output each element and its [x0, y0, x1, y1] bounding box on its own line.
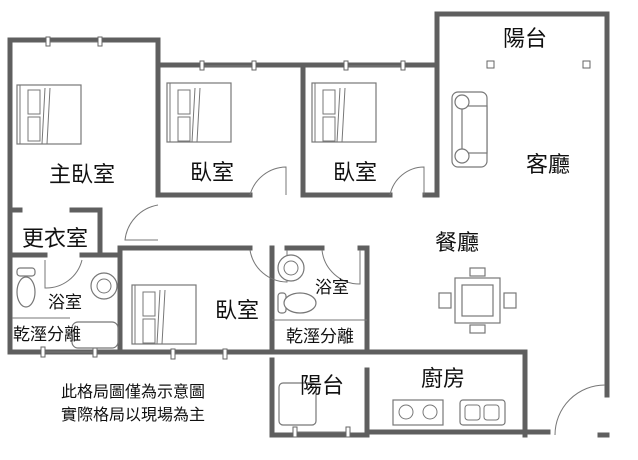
bed-icon — [16, 84, 82, 145]
bed-icon — [131, 284, 197, 345]
room-label-closet: 更衣室 — [22, 227, 88, 252]
kitchen-sink-icon — [459, 399, 506, 426]
bathtub-icon — [71, 321, 119, 349]
windows — [40, 36, 591, 438]
room-label-balcony-top: 陽台 — [503, 27, 547, 52]
room-label-bathroom-left: 浴室 — [48, 293, 82, 313]
shower-icon — [278, 382, 317, 426]
dining-table-icon — [438, 267, 517, 334]
room-label-dining-room: 餐廳 — [435, 231, 479, 256]
toilet-icon — [16, 267, 36, 308]
walls — [7, 11, 610, 438]
room-label-bedroom-3: 臥室 — [215, 299, 259, 324]
room-label-dry-wet-right: 乾溼分離 — [286, 327, 354, 347]
sink-icon — [277, 254, 305, 282]
toilet-icon — [277, 292, 317, 314]
doors — [44, 166, 606, 436]
room-label-balcony-bottom: 陽台 — [300, 374, 344, 399]
bed-icon — [166, 82, 232, 143]
room-label-bedroom-2: 臥室 — [333, 161, 377, 186]
room-label-bathroom-right: 浴室 — [315, 278, 349, 298]
disclaimer-line-2: 實際格局以現場為主 — [61, 405, 205, 424]
disclaimer-line-1: 此格局圖僅為示意圖 — [61, 382, 205, 401]
room-label-dry-wet-left: 乾溼分離 — [13, 325, 81, 345]
room-label-living-room: 客廳 — [526, 153, 570, 178]
bed-icon — [311, 82, 377, 143]
room-label-kitchen: 廚房 — [421, 367, 465, 392]
stove-icon — [392, 399, 444, 426]
room-label-master-bedroom: 主臥室 — [49, 163, 115, 188]
sink-icon — [90, 272, 118, 300]
room-label-bedroom-1: 臥室 — [190, 161, 234, 186]
sofa-icon — [451, 91, 488, 168]
